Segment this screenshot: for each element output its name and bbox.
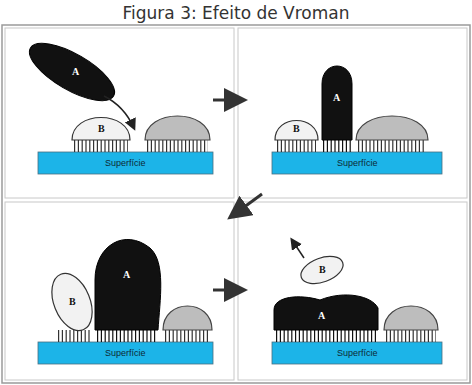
molecule-label: A: [333, 93, 340, 103]
anchor-comb: [276, 330, 376, 342]
molecule-label: B: [293, 124, 300, 134]
release-arrow: [292, 240, 304, 258]
panel: [238, 202, 467, 380]
step-arrow: [213, 99, 242, 102]
protein-b: [297, 251, 347, 289]
step-arrow: [232, 194, 262, 216]
surface-label: Superfície: [337, 349, 378, 358]
panel: [5, 202, 234, 380]
frame: [2, 25, 470, 383]
protein-b: [275, 121, 318, 141]
molecule-label: A: [72, 67, 79, 77]
protein-b: [72, 118, 130, 141]
anchor-comb: [323, 140, 351, 152]
molecule-label: B: [319, 265, 326, 275]
protein-a: [95, 239, 161, 330]
surface: [272, 152, 442, 174]
protein-grey: [384, 306, 438, 330]
anchor-comb: [147, 140, 208, 152]
anchor-comb: [58, 330, 92, 342]
step-arrow: [213, 289, 242, 292]
surface: [38, 342, 213, 364]
panel: [238, 28, 467, 198]
molecule-label: B: [69, 297, 76, 307]
protein-b: [44, 267, 100, 336]
approach-arrow: [104, 96, 134, 128]
protein-grey: [163, 306, 212, 330]
anchor-comb: [165, 330, 210, 342]
figure-title: Figura 3: Efeito de Vroman: [0, 3, 472, 23]
molecule-label: A: [123, 270, 130, 280]
anchor-comb: [277, 140, 316, 152]
protein-a: [21, 32, 122, 111]
panel: [5, 28, 234, 198]
surface: [272, 342, 442, 364]
anchor-comb: [358, 140, 426, 152]
surface-label: Superfície: [105, 159, 146, 168]
protein-a: [322, 66, 352, 140]
surface-label: Superfície: [337, 159, 378, 168]
molecule-label: B: [98, 124, 105, 134]
protein-grey: [356, 116, 428, 140]
surface-label: Superfície: [105, 349, 146, 358]
anchor-comb: [97, 330, 157, 342]
anchor-comb: [386, 330, 436, 342]
protein-a: [274, 295, 378, 330]
surface: [38, 152, 213, 174]
anchor-comb: [74, 140, 128, 152]
molecule-label: A: [318, 311, 325, 321]
protein-grey: [145, 116, 210, 140]
